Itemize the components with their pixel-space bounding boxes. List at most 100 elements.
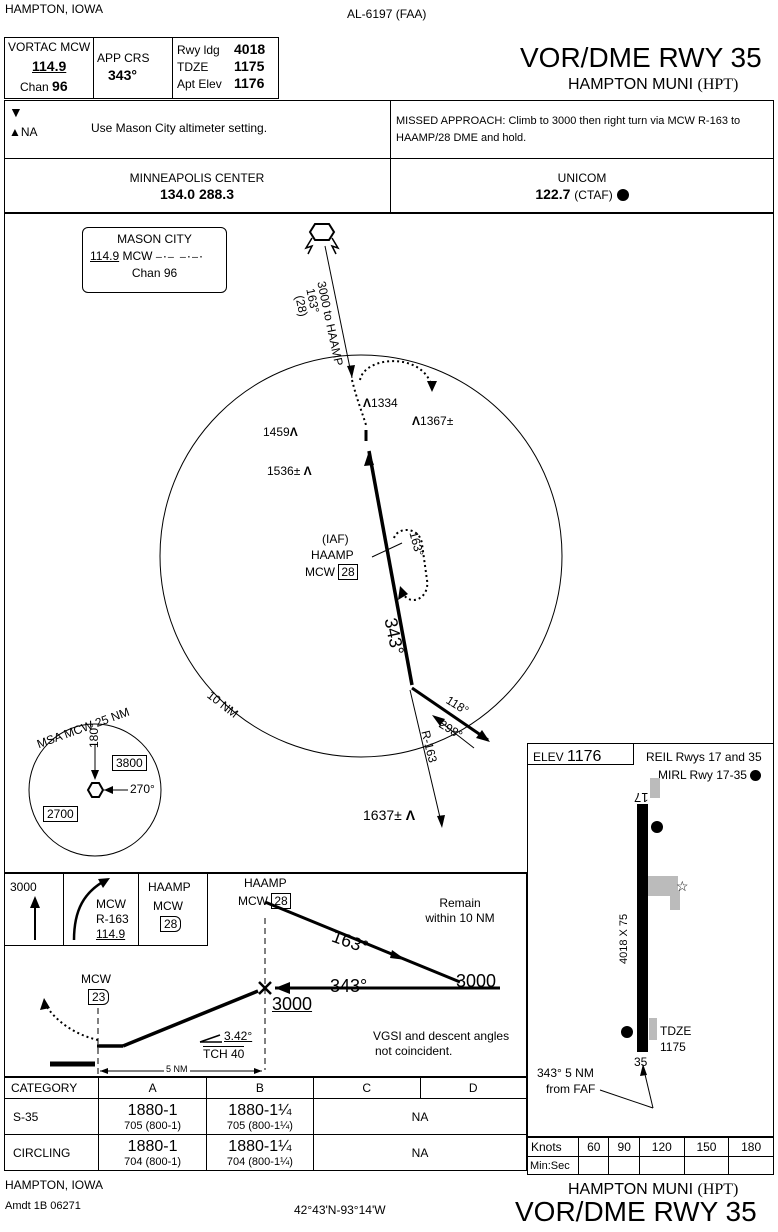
unicom-ctaf: (CTAF) [574, 188, 613, 202]
min-na: NA [313, 1098, 527, 1135]
row-label: CIRCLING [3, 1134, 100, 1171]
obstacle-1459: 1459Λ [263, 425, 298, 439]
procedure-id: AL-6197 (FAA) [347, 7, 427, 21]
obstacle-1334: Λ1334 [363, 396, 398, 410]
ma-freq: 114.9 [96, 927, 126, 941]
iaf-name: HAAMP [311, 548, 354, 562]
speed-cell: 180 [728, 1137, 774, 1157]
mcw-dme: 23 [88, 989, 110, 1005]
rwy-ldg: 4018 [234, 41, 266, 57]
unicom-freq: 122.7 (CTAF) [390, 186, 774, 202]
min-main: 1880-1 [127, 1137, 178, 1155]
plan-view-frame [4, 213, 774, 873]
footer-location: HAMPTON, IOWA [5, 1178, 104, 1192]
speed-cell: 120 [638, 1137, 685, 1157]
time-cell [577, 1156, 610, 1175]
gs-angle: 3.42° [224, 1029, 253, 1043]
fix-name: HAAMP [244, 876, 287, 890]
unicom-name: UNICOM [557, 171, 607, 185]
msa-alt-1: 3800 [112, 755, 147, 771]
msa-circle [28, 723, 162, 857]
elev-box [527, 743, 634, 765]
apt-elev-label: Apt Elev [177, 77, 222, 91]
min-sub: 705 (800-1¼) [226, 1119, 293, 1132]
iaf-label: (IAF) [322, 532, 349, 546]
knots-label: Knots [527, 1137, 579, 1157]
obstacle-1637-label: 1637± [363, 807, 402, 823]
ten-nm-ring [159, 354, 563, 758]
morse-code-icon: —·— —·—· [155, 252, 204, 263]
rwy-top: 17 [634, 790, 649, 805]
app-crs: 343° [108, 67, 137, 83]
navaid-box-chan: Chan 96 [131, 266, 178, 280]
speed-cell: 150 [683, 1137, 730, 1157]
pcl-icon [750, 770, 762, 782]
msa-alt-2: 2700 [43, 806, 78, 822]
lighting-2: MIRL Rwy 17-35 [658, 768, 762, 782]
fix-id-line: MCW 28 [238, 893, 291, 909]
elev-value: 1176 [567, 748, 602, 765]
ma-fix-box [138, 873, 208, 946]
footer-airport: HAMPTON MUNI (HPT) [568, 1181, 738, 1199]
iaf-id-line: MCW 28 [305, 564, 358, 580]
ma-radial: R-163 [96, 912, 129, 926]
profile-frame [4, 873, 527, 1077]
min-na: NA [313, 1134, 527, 1171]
time-cell [728, 1156, 774, 1175]
tdze-value: 1175 [234, 58, 265, 74]
remain-1: Remain [439, 896, 481, 910]
navaid-box-id: MCW [122, 249, 153, 263]
cat-header: CATEGORY [3, 1077, 100, 1099]
obstacle-1637: 1637± Λ [363, 807, 415, 823]
ma-id: MCW [96, 897, 126, 911]
center-freqs: 134.0 288.3 [160, 186, 234, 202]
chan-label-text: Chan [20, 80, 49, 94]
obstacle-1459-label: 1459 [263, 425, 290, 439]
faf-label-1: 343° 5 NM [537, 1066, 594, 1080]
elev-line: ELEV 1176 [533, 748, 601, 766]
parking-icon [621, 1026, 633, 1038]
ma-fix-id: MCW [153, 899, 183, 913]
amendment: Amdt 1B 06271 [5, 1200, 81, 1212]
chan-num: 96 [52, 78, 68, 94]
pcl-icon [616, 189, 629, 202]
airport-name: HAMPTON MUNI (HPT) [568, 76, 738, 94]
navaid-box-freq: 114.9 [90, 249, 120, 263]
rwy-bottom: 35 [634, 1055, 648, 1069]
obstacle-1367: Λ1367± [412, 414, 453, 428]
lighting-1: REIL Rwys 17 and 35 [646, 750, 762, 764]
obstacle-icon: Λ [405, 807, 416, 823]
altimeter-note: Use Mason City altimeter setting. [91, 121, 268, 135]
time-cell [683, 1156, 730, 1175]
faf-label-2: from FAF [546, 1082, 596, 1096]
obstacle-1367-label: 1367± [420, 414, 454, 428]
vortac-label: VORTAC MCW [8, 40, 90, 54]
runway [637, 804, 648, 1052]
faf-alt: 3000 [272, 994, 313, 1014]
dist-label: 5 NM [164, 1064, 190, 1074]
msa-vortac-icon [86, 782, 105, 798]
alternate-icon: ▲ [9, 125, 21, 139]
footer-title: VOR/DME RWY 35 [515, 1196, 757, 1227]
msa-bearing-2: 270° [130, 782, 155, 796]
tch: TCH 40 [203, 1046, 245, 1061]
airport-code: (HPT) [697, 76, 739, 93]
navaid-info-box [82, 227, 227, 293]
msa-bearing-1: 180° [87, 723, 101, 748]
speed-cell: 90 [608, 1137, 640, 1157]
cat-c-header: C [313, 1077, 421, 1099]
mcw-label: MCW [81, 972, 111, 986]
vgsi-1: VGSI and descent angles [373, 1029, 510, 1043]
footer-airport-name: HAMPTON MUNI [568, 1181, 694, 1198]
alt-na: ▲NA [9, 125, 38, 139]
min-sub: 705 (800-1) [124, 1119, 182, 1132]
notam-icon: ▼ [9, 104, 23, 120]
iaf-id: MCW [305, 565, 335, 579]
obstacle-icon: Λ [412, 414, 421, 428]
obstacle-icon: Λ [289, 425, 298, 439]
ad-tdze: 1175 [660, 1040, 686, 1054]
ma-alt: 3000 [10, 880, 37, 894]
